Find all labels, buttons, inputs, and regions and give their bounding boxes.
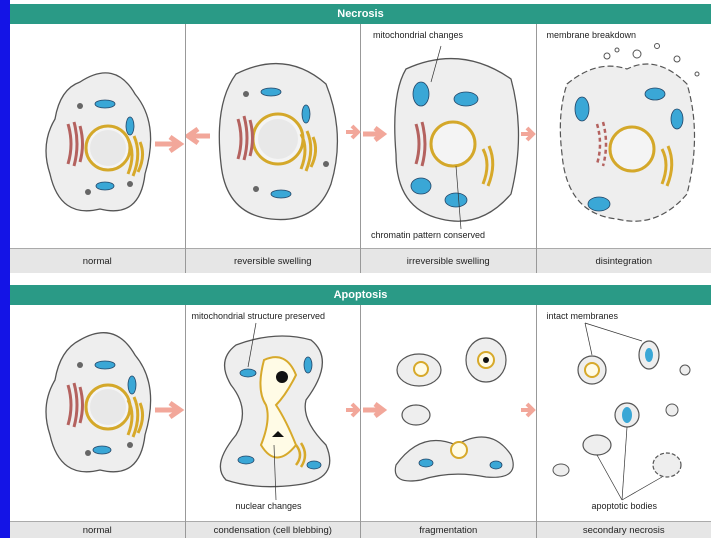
necrosis-title: Necrosis <box>10 4 711 24</box>
apoptosis-stage-normal: normal <box>10 305 186 538</box>
disintegration-illustration <box>537 24 711 249</box>
apoptosis-stage-condensation: mitochondrial structure preserved nuclea… <box>186 305 362 538</box>
necrosis-stage-disintegration: membrane breakdown disintegration <box>537 24 711 273</box>
necrosis-stage-normal: normal <box>10 24 186 273</box>
apoptosis-stage-fragmentation: fragmentation <box>361 305 537 538</box>
apoptosis-row: normal mitochondrial structure preserved… <box>10 305 711 538</box>
necrosis-stage-reversible-swelling: reversible swelling <box>186 24 362 273</box>
caption: secondary necrosis <box>537 521 711 538</box>
caption: irreversible swelling <box>361 248 536 273</box>
caption: normal <box>10 248 185 273</box>
necrosis-stage-irreversible-swelling: mitochondrial changes chromatin pattern … <box>361 24 537 273</box>
caption: fragmentation <box>361 521 536 538</box>
irreversible-swelling-illustration <box>361 24 536 249</box>
secondary-necrosis-illustration <box>537 305 711 522</box>
caption: reversible swelling <box>186 248 361 273</box>
normal-cell-illustration <box>10 305 185 522</box>
caption: condensation (cell blebbing) <box>186 521 361 538</box>
section-gap <box>10 273 711 285</box>
fragmentation-illustration <box>361 305 536 522</box>
caption: normal <box>10 521 185 538</box>
caption: disintegration <box>537 248 711 273</box>
swollen-cell-illustration <box>186 24 361 249</box>
apoptosis-title: Apoptosis <box>10 285 711 305</box>
condensation-illustration <box>186 305 361 522</box>
apoptosis-stage-secondary-necrosis: intact membranes apoptotic bodies second… <box>537 305 711 538</box>
necrosis-row: normal reversible swelling mitochondrial… <box>10 24 711 273</box>
normal-cell-illustration <box>10 24 185 249</box>
